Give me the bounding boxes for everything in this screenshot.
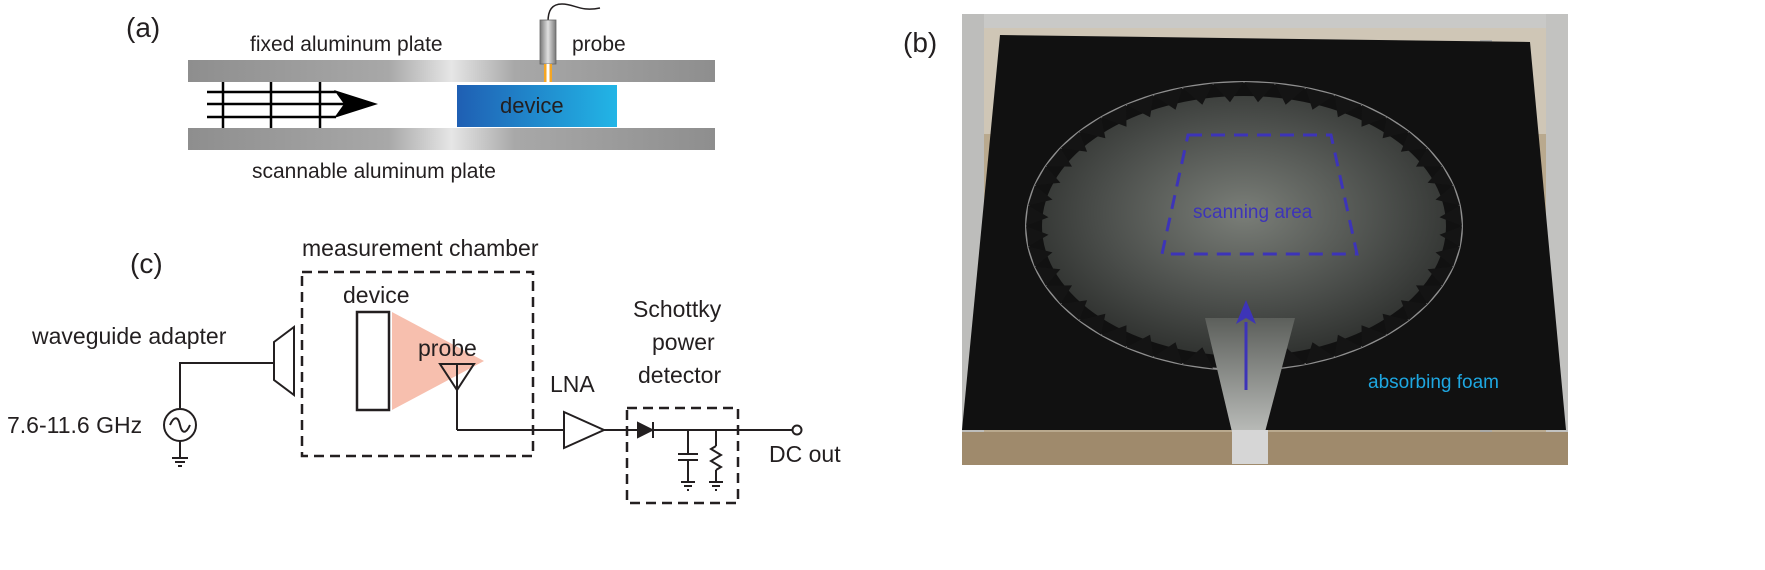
chamber-device [355,310,391,412]
absorber-tooth [1101,325,1127,348]
ac-source-icon [163,408,197,467]
fixed-plate-label: fixed aluminum plate [250,33,443,56]
absorber-tooth [1439,205,1462,226]
detector-label-line-1: Schottky [633,296,722,322]
absorber-tooth [1182,83,1213,105]
absorbing-foam-label: absorbing foam [1368,372,1499,393]
dc-out-label: DC out [769,441,841,467]
power-detector-box [625,406,740,505]
panel-c-tag: (c) [130,248,163,279]
wave-propagation-arrow [207,82,378,128]
absorber-tooth [1427,266,1454,286]
absorber-tooth [1275,83,1306,105]
absorber-teeth [1026,82,1462,369]
fixed-plate [188,60,715,82]
absorber-tooth [1244,82,1275,103]
absorber-tooth [1034,266,1061,286]
absorber-tooth [1060,300,1088,321]
scanning-area-box [1160,133,1359,256]
detector-label-line-3: detector [638,362,721,388]
panel-b-tag: (b) [903,27,937,58]
resistor-icon [709,445,723,471]
panel-a-tag: (a) [126,12,160,43]
antenna-icon [438,363,564,431]
scannable-plate [188,128,715,150]
feed-connector [1232,430,1268,464]
absorber-tooth [1034,166,1061,186]
absorber-tooth [1028,185,1053,206]
absorber-tooth [1400,131,1428,152]
lna-amplifier-icon [563,410,607,450]
scanning-area-label: scanning area [1193,202,1313,223]
chamber-label: measurement chamber [302,235,539,261]
absorber-tooth [1416,285,1443,304]
schottky-diode-icon [637,421,655,439]
setup-photo: scanning area absorbing foam [962,14,1568,465]
absorber-tooth [1305,342,1335,365]
absorber-tooth [1079,117,1106,139]
absorber-tooth [1045,285,1072,304]
lna-label: LNA [550,371,595,397]
absorber-tooth [1334,334,1362,357]
detector-circuit [604,421,803,491]
absorber-tooth [1382,117,1409,139]
frequency-label: 7.6-11.6 GHz [7,412,142,438]
absorber-tooth [1026,205,1049,226]
absorber-tooth [1182,347,1213,369]
absorber-tooth [1400,300,1428,321]
absorber-tooth [1361,325,1387,348]
absorber-tooth [1153,342,1183,365]
radiation-cone [392,312,484,410]
panel-c: (c) measurement chamber device probe wav… [7,235,841,505]
absorber-tooth [1382,313,1409,335]
absorber-tooth [1427,166,1454,186]
absorber-tooth [1435,185,1460,206]
absorber-tooth [1153,87,1183,110]
absorber-tooth [1361,104,1387,127]
scannable-plate-label: scannable aluminum plate [252,160,496,183]
device-label: device [500,93,564,118]
device-block [457,85,617,127]
absorber-tooth [1305,87,1335,110]
chamber-probe-label: probe [418,335,477,361]
detector-label-line-2: power [652,329,715,355]
panel-a: (a) fixed aluminum plate scannable alumi… [126,3,715,183]
absorber-tooth [1334,95,1362,118]
feed-arrow-head [1236,300,1256,324]
absorber-tooth [1435,246,1460,267]
absorber-tooth [1026,226,1049,247]
absorber-tooth [1416,148,1443,167]
panel-b: (b) scanning area [903,14,1568,465]
probe-pin [546,64,550,82]
probe-label: probe [572,33,626,56]
absorber-tooth [1213,82,1244,103]
scan-stage [1042,96,1446,356]
frame-top-bar [962,14,1568,28]
probe-cable [547,3,601,23]
absorber-tooth [1079,313,1106,335]
absorber-tooth [1126,95,1154,118]
absorber-tooth [1101,104,1127,127]
dc-out-terminal-icon [791,424,803,436]
feed-taper [1205,318,1295,432]
waveguide-adapter-icon [273,325,295,397]
absorber-tooth [1045,148,1072,167]
arrow-head [334,90,378,118]
measurement-chamber-box [300,270,535,458]
chamber-device-label: device [343,282,409,308]
ac-source-sine [169,417,191,433]
probe-body [539,19,557,65]
adapter-label: waveguide adapter [31,323,227,349]
wire-source-to-adapter [179,362,274,408]
absorber-tooth [1126,334,1154,357]
probe-icon [539,3,601,82]
absorber-tooth [1060,131,1088,152]
absorber-tooth [1028,246,1053,267]
absorber-tooth [1439,226,1462,247]
